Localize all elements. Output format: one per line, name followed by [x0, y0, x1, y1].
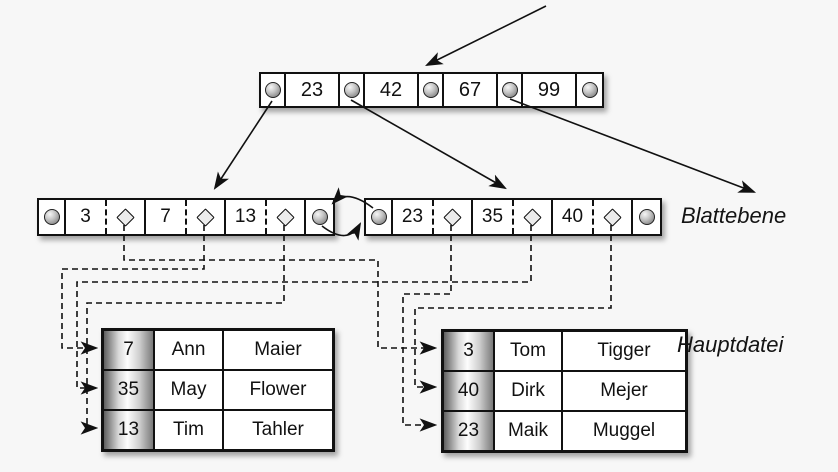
record-key: 7: [103, 330, 154, 370]
leaf-node-left: 3 7 13: [37, 198, 335, 236]
record-first-name: Maik: [494, 411, 562, 451]
pointer-cell: [577, 74, 602, 106]
pointer-cell: [261, 74, 286, 106]
pointer-dot-icon: [581, 82, 598, 98]
leaf-entry: 40: [553, 200, 633, 234]
index-key: 23: [286, 74, 340, 106]
pointer-cell: [633, 200, 660, 234]
record-key: 3: [443, 331, 494, 371]
leaf-key: 13: [234, 206, 257, 227]
pointer-dot-icon: [501, 82, 518, 98]
main-file-label: Hauptdatei: [677, 332, 784, 357]
record-first-name: Tim: [154, 410, 223, 450]
pointer-dot-icon: [422, 82, 439, 98]
record-last-name: Tahler: [223, 410, 333, 450]
pointer-dot-icon: [343, 82, 360, 98]
leaf-key: 40: [561, 206, 584, 227]
record-key: 13: [103, 410, 154, 450]
leaf-entry: 3: [66, 200, 146, 234]
record-last-name: Mejer: [562, 371, 686, 411]
diamond-ref-icon: [523, 207, 542, 227]
pointer-dot-icon: [43, 209, 60, 225]
record-first-name: Dirk: [494, 371, 562, 411]
pointer-dot-icon: [638, 209, 655, 225]
pointer-cell: [366, 200, 393, 234]
diamond-ref-icon: [276, 207, 295, 227]
leaf-entry: 7: [146, 200, 226, 234]
arrow-into-index-node: [425, 5, 547, 66]
index-key: 99: [523, 74, 577, 106]
record-first-name: Ann: [154, 330, 223, 370]
main-file-table-left: 7 Ann Maier 35 May Flower 13 Tim Tahler: [101, 328, 335, 452]
diamond-ref-icon: [603, 207, 622, 227]
arrow-root-to-offscreen-leaf: [509, 98, 757, 193]
leaf-key: 23: [401, 206, 424, 227]
leaf-key: 7: [160, 206, 171, 227]
main-file-table-right: 3 Tom Tigger 40 Dirk Mejer 23 Maik Mugge…: [441, 329, 688, 453]
record-key: 23: [443, 411, 494, 451]
record-ref-cell: [591, 200, 631, 234]
leaf-entry: 13: [226, 200, 306, 234]
index-key: 42: [365, 74, 419, 106]
record-last-name: Muggel: [562, 411, 686, 451]
record-first-name: May: [154, 370, 223, 410]
pointer-dot-icon: [264, 82, 281, 98]
record-key: 35: [103, 370, 154, 410]
record-last-name: Flower: [223, 370, 333, 410]
leaf-level-label: Blattebene: [681, 203, 787, 228]
diamond-ref-icon: [116, 207, 135, 227]
leaf-key: 35: [481, 206, 504, 227]
pointer-cell: [498, 74, 523, 106]
pointer-cell: [419, 74, 444, 106]
leaf-key: 3: [80, 206, 91, 227]
leaf-entry: 23: [393, 200, 473, 234]
diamond-ref-icon: [196, 207, 215, 227]
pointer-dot-icon: [311, 209, 328, 225]
diamond-ref-icon: [443, 207, 462, 227]
record-ref-cell: [104, 200, 144, 234]
index-node: 23 42 67 99: [259, 72, 604, 108]
record-last-name: Maier: [223, 330, 333, 370]
pointer-dot-icon: [370, 209, 387, 225]
record-ref-cell: [511, 200, 551, 234]
record-ref-cell: [184, 200, 224, 234]
record-key: 40: [443, 371, 494, 411]
record-last-name: Tigger: [562, 331, 686, 371]
arrow-root-to-left-leaf: [213, 100, 273, 190]
index-key: 67: [444, 74, 498, 106]
pointer-cell: [39, 200, 66, 234]
record-ref-cell: [264, 200, 304, 234]
record-ref-cell: [431, 200, 471, 234]
record-first-name: Tom: [494, 331, 562, 371]
leaf-node-right: 23 35 40: [364, 198, 662, 236]
arrow-root-to-right-leaf: [350, 99, 507, 190]
pointer-cell: [340, 74, 365, 106]
leaf-entry: 35: [473, 200, 553, 234]
pointer-cell: [306, 200, 333, 234]
